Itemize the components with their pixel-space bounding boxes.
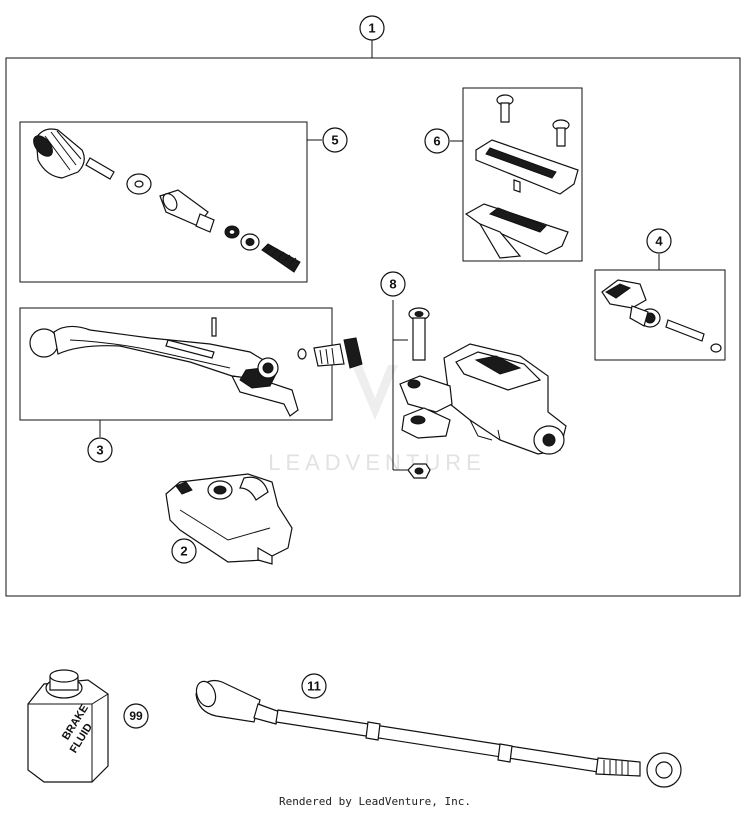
assembly-frame <box>5 57 741 597</box>
svg-text:8: 8 <box>389 277 396 292</box>
footer-credit: Rendered by LeadVenture, Inc. <box>279 795 471 808</box>
callout-1: 1 <box>359 15 385 41</box>
svg-text:1: 1 <box>368 21 375 36</box>
callout-6: 6 <box>424 128 450 154</box>
callout-99: 99 <box>123 703 149 729</box>
svg-text:11: 11 <box>307 679 321 694</box>
svg-text:99: 99 <box>129 709 143 723</box>
callout-5: 5 <box>322 127 348 153</box>
brake-hose <box>195 679 682 788</box>
kit-box-5 <box>19 121 308 283</box>
svg-text:2: 2 <box>180 544 187 559</box>
callout-11: 11 <box>301 673 327 699</box>
callout-3: 3 <box>87 437 113 463</box>
clamp-bracket <box>165 473 293 565</box>
master-cylinder <box>392 300 567 479</box>
brake-lever-kit <box>29 317 363 417</box>
svg-text:3: 3 <box>96 443 103 458</box>
kit-box-6 <box>462 87 583 262</box>
watermark-text: LEADVENTURE <box>268 450 486 475</box>
kit-box-4 <box>594 269 726 361</box>
callout-8: 8 <box>380 271 406 297</box>
svg-text:6: 6 <box>433 134 440 149</box>
svg-text:4: 4 <box>655 234 663 249</box>
brake-fluid-can: BRAKE FLUID <box>27 669 109 783</box>
svg-text:5: 5 <box>331 133 338 148</box>
piston-kit <box>33 128 301 273</box>
clamp-kit <box>601 279 722 353</box>
reservoir-cover-kit <box>464 94 579 259</box>
callout-4: 4 <box>646 228 672 254</box>
callout-2: 2 <box>171 538 197 564</box>
watermark: LEADVENTURE <box>268 365 486 475</box>
